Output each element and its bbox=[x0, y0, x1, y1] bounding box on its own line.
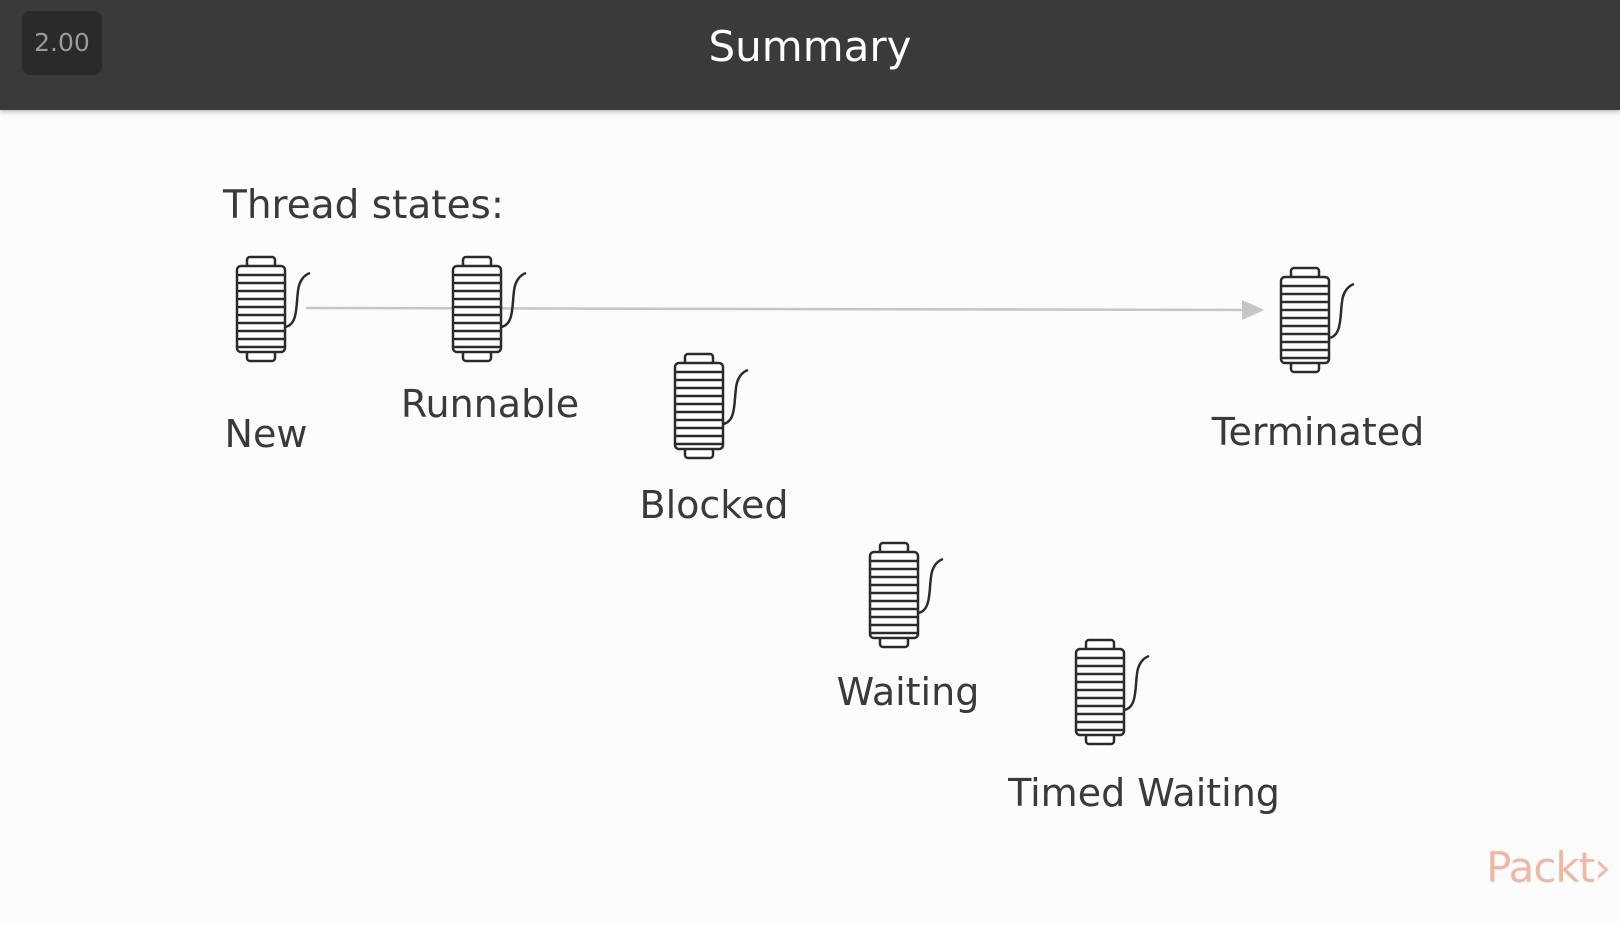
state-label-runnable: Runnable bbox=[400, 382, 580, 426]
packt-logo: Packt› bbox=[1486, 843, 1611, 892]
state-label-timed-waiting: Timed Waiting bbox=[1008, 771, 1280, 815]
thread-spool-icon bbox=[448, 255, 538, 365]
thread-spool-icon bbox=[865, 541, 955, 651]
page-title: Summary bbox=[708, 22, 912, 71]
playback-speed-badge[interactable]: 2.00 bbox=[22, 11, 102, 75]
thread-spool-icon bbox=[1276, 266, 1366, 376]
thread-spool-icon bbox=[232, 255, 322, 365]
state-label-waiting: Waiting bbox=[836, 670, 980, 714]
thread-spool-icon bbox=[1071, 638, 1161, 748]
state-label-blocked: Blocked bbox=[639, 483, 789, 527]
state-label-terminated: Terminated bbox=[1211, 410, 1425, 454]
section-label: Thread states: bbox=[223, 183, 505, 228]
title-bar: 2.00 Summary bbox=[0, 0, 1620, 110]
footer-strip bbox=[0, 924, 1620, 934]
state-label-new: New bbox=[224, 412, 308, 456]
thread-spool-icon bbox=[670, 352, 760, 462]
